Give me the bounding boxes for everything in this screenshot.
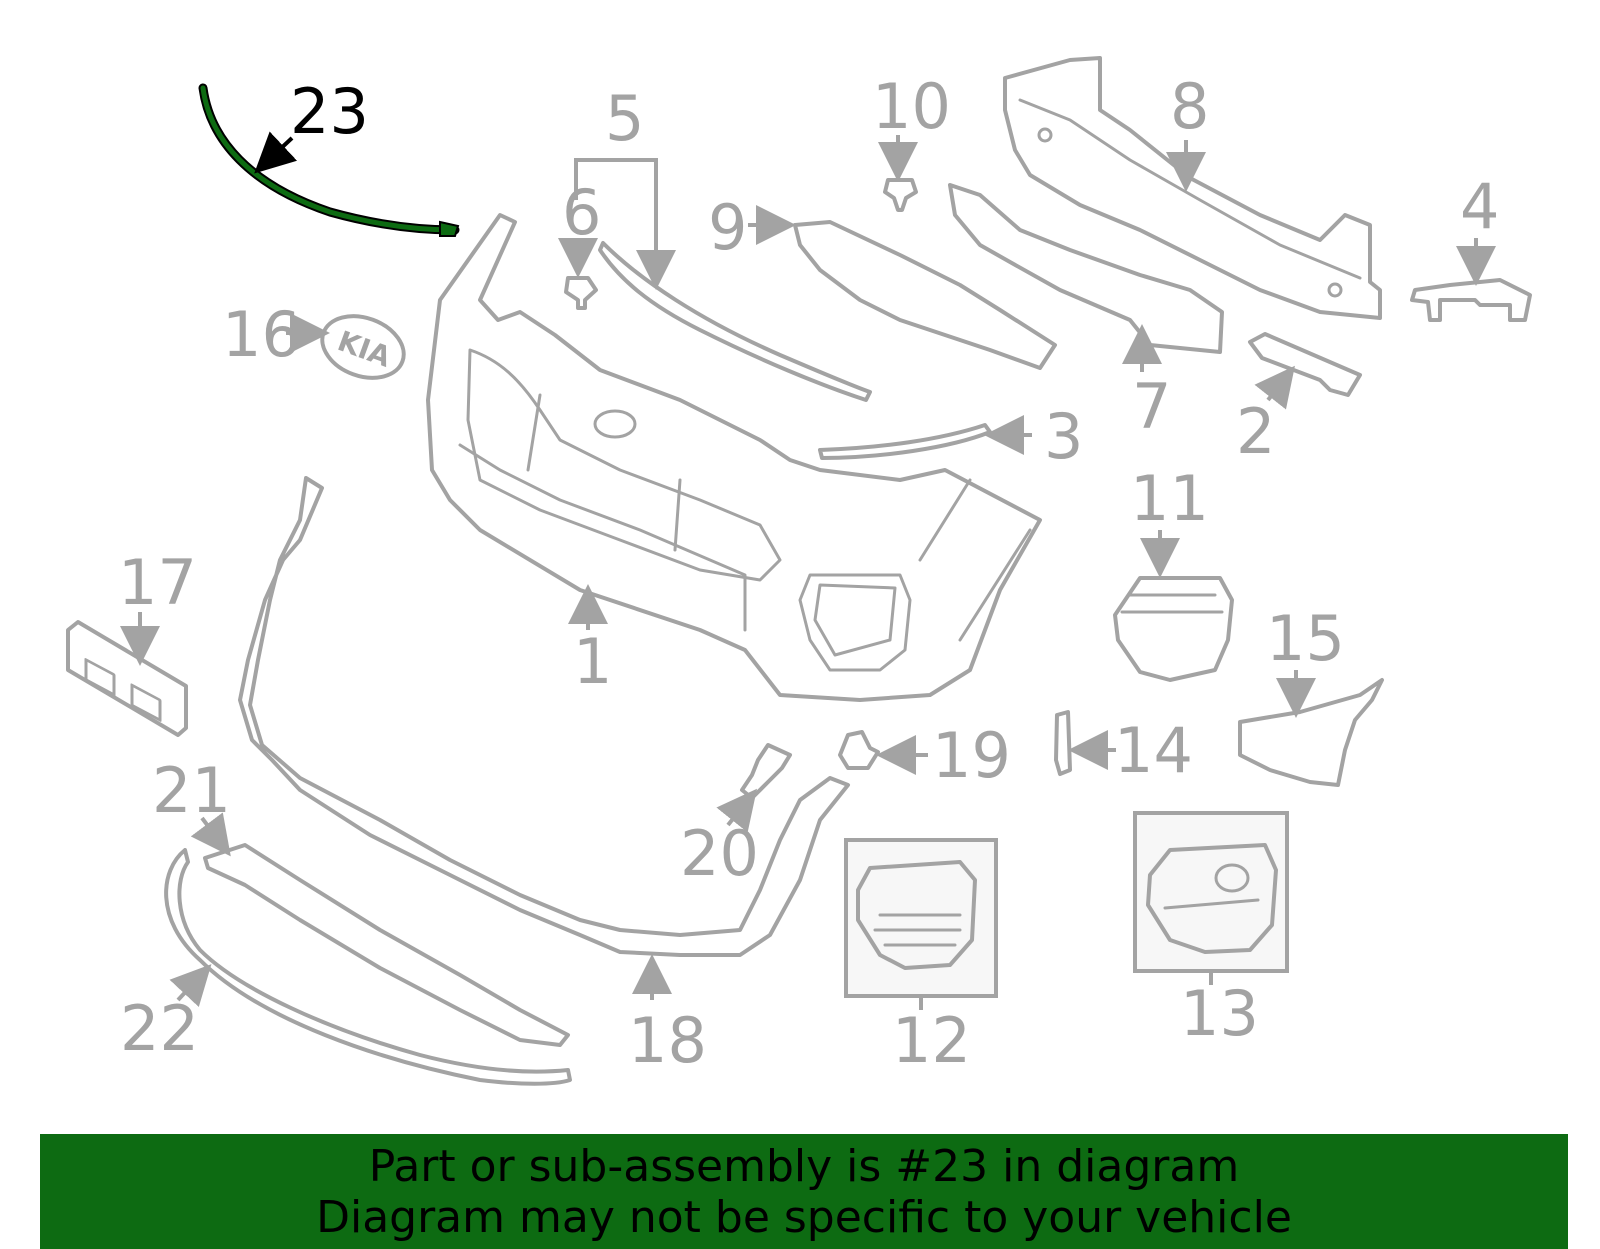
callout-4: 4 bbox=[1456, 170, 1499, 286]
part-9[interactable] bbox=[793, 220, 1057, 370]
part-21[interactable] bbox=[203, 843, 570, 1047]
svg-text:10: 10 bbox=[872, 70, 951, 143]
part-18-lower-cover[interactable] bbox=[238, 476, 850, 957]
part-22[interactable] bbox=[164, 848, 572, 1086]
part-8-reinforcement[interactable] bbox=[1003, 56, 1382, 320]
callout-12: 12 bbox=[892, 996, 971, 1077]
part-4[interactable] bbox=[1410, 278, 1532, 322]
svg-text:13: 13 bbox=[1180, 977, 1259, 1050]
callout-13: 13 bbox=[1180, 971, 1259, 1050]
svg-text:5: 5 bbox=[605, 82, 644, 155]
callout-19: 19 bbox=[876, 719, 1011, 792]
part-2[interactable] bbox=[1248, 332, 1362, 397]
callout-6: 6 bbox=[558, 176, 601, 278]
part-12-inset[interactable] bbox=[844, 838, 998, 998]
callout-5: 5 bbox=[574, 82, 676, 290]
svg-text:1: 1 bbox=[573, 625, 612, 698]
svg-text:11: 11 bbox=[1130, 462, 1209, 535]
callout-8: 8 bbox=[1166, 70, 1209, 192]
callout-10: 10 bbox=[872, 70, 951, 182]
banner-line-2: Diagram may not be specific to your vehi… bbox=[316, 1191, 1292, 1243]
part-15[interactable] bbox=[1238, 678, 1384, 787]
svg-text:8: 8 bbox=[1170, 70, 1209, 143]
svg-text:9: 9 bbox=[708, 191, 747, 264]
svg-text:16: 16 bbox=[222, 298, 301, 371]
svg-text:3: 3 bbox=[1044, 400, 1083, 473]
callout-9: 9 bbox=[708, 191, 796, 264]
part-5[interactable] bbox=[598, 241, 872, 402]
part-1-bumper-cover[interactable] bbox=[426, 213, 1042, 702]
callout-18: 18 bbox=[628, 954, 707, 1077]
svg-text:7: 7 bbox=[1132, 370, 1171, 443]
callout-11: 11 bbox=[1130, 462, 1209, 578]
svg-text:23: 23 bbox=[290, 75, 369, 148]
svg-text:14: 14 bbox=[1114, 714, 1193, 787]
part-7[interactable] bbox=[948, 183, 1224, 354]
callout-17: 17 bbox=[118, 546, 197, 666]
svg-text:15: 15 bbox=[1266, 602, 1345, 675]
part-10-clip[interactable] bbox=[883, 178, 918, 212]
part-16-emblem[interactable]: KIA bbox=[314, 305, 413, 388]
callout-15: 15 bbox=[1266, 602, 1345, 718]
svg-text:2: 2 bbox=[1236, 395, 1275, 468]
svg-text:18: 18 bbox=[628, 1004, 707, 1077]
part-11[interactable] bbox=[1113, 576, 1234, 682]
callout-23: 23 bbox=[254, 75, 369, 174]
callout-7: 7 bbox=[1122, 324, 1171, 443]
part-14[interactable] bbox=[1054, 710, 1072, 776]
callout-22: 22 bbox=[120, 964, 212, 1065]
svg-text:6: 6 bbox=[562, 176, 601, 249]
callout-14: 14 bbox=[1068, 714, 1193, 787]
notice-banner: Part or sub-assembly is #23 in diagram D… bbox=[40, 1134, 1568, 1249]
part-19-clip[interactable] bbox=[838, 730, 880, 770]
part-13-inset[interactable] bbox=[1133, 811, 1289, 973]
svg-text:17: 17 bbox=[118, 546, 197, 619]
callout-20: 20 bbox=[680, 788, 759, 890]
callout-16: 16 bbox=[222, 298, 330, 371]
callout-2: 2 bbox=[1236, 365, 1295, 468]
svg-text:22: 22 bbox=[120, 992, 199, 1065]
callout-21: 21 bbox=[152, 754, 231, 857]
svg-text:19: 19 bbox=[932, 719, 1011, 792]
part-17-plate-bracket[interactable] bbox=[66, 620, 188, 737]
svg-text:20: 20 bbox=[680, 817, 759, 890]
svg-text:21: 21 bbox=[152, 754, 231, 827]
svg-text:4: 4 bbox=[1460, 170, 1499, 243]
part-20[interactable] bbox=[740, 743, 792, 800]
svg-text:12: 12 bbox=[892, 1004, 971, 1077]
callout-1: 1 bbox=[568, 584, 612, 698]
part-6-clip[interactable] bbox=[564, 276, 598, 310]
callout-3: 3 bbox=[984, 400, 1083, 473]
svg-text:KIA: KIA bbox=[333, 324, 395, 374]
part-3[interactable] bbox=[818, 423, 992, 460]
banner-line-1: Part or sub-assembly is #23 in diagram bbox=[368, 1140, 1240, 1192]
part-23-highlighted[interactable] bbox=[198, 83, 460, 237]
